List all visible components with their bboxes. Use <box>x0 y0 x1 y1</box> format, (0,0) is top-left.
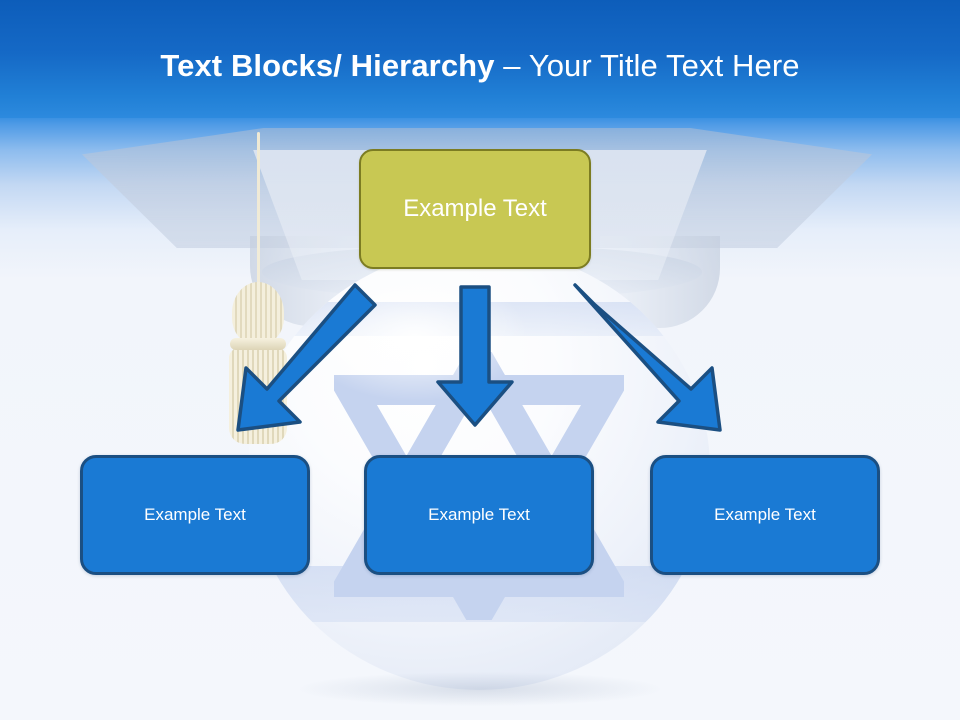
title-bold-part: Text Blocks/ Hierarchy <box>160 48 495 83</box>
tassel-cord <box>257 132 260 424</box>
node-top-box[interactable]: Example Text <box>359 149 591 269</box>
node-leaf-3-box[interactable]: Example Text <box>650 455 880 575</box>
tassel-band <box>230 338 286 350</box>
page-title: Text Blocks/ Hierarchy – Your Title Text… <box>0 48 960 84</box>
title-separator: – <box>494 48 529 83</box>
node-leaf-1-box[interactable]: Example Text <box>80 455 310 575</box>
node-leaf-1-label: Example Text <box>144 505 246 524</box>
globe-drop-shadow <box>300 672 660 706</box>
tassel-skirt <box>229 348 287 444</box>
node-top-label: Example Text <box>403 195 547 222</box>
title-band <box>0 0 960 118</box>
title-regular-part: Your Title Text Here <box>528 48 800 83</box>
globe-highlight <box>300 272 530 402</box>
tassel-head <box>232 282 284 344</box>
node-leaf-3-label: Example Text <box>714 505 816 524</box>
node-leaf-2-label: Example Text <box>428 505 530 524</box>
node-leaf-2-box[interactable]: Example Text <box>364 455 594 575</box>
